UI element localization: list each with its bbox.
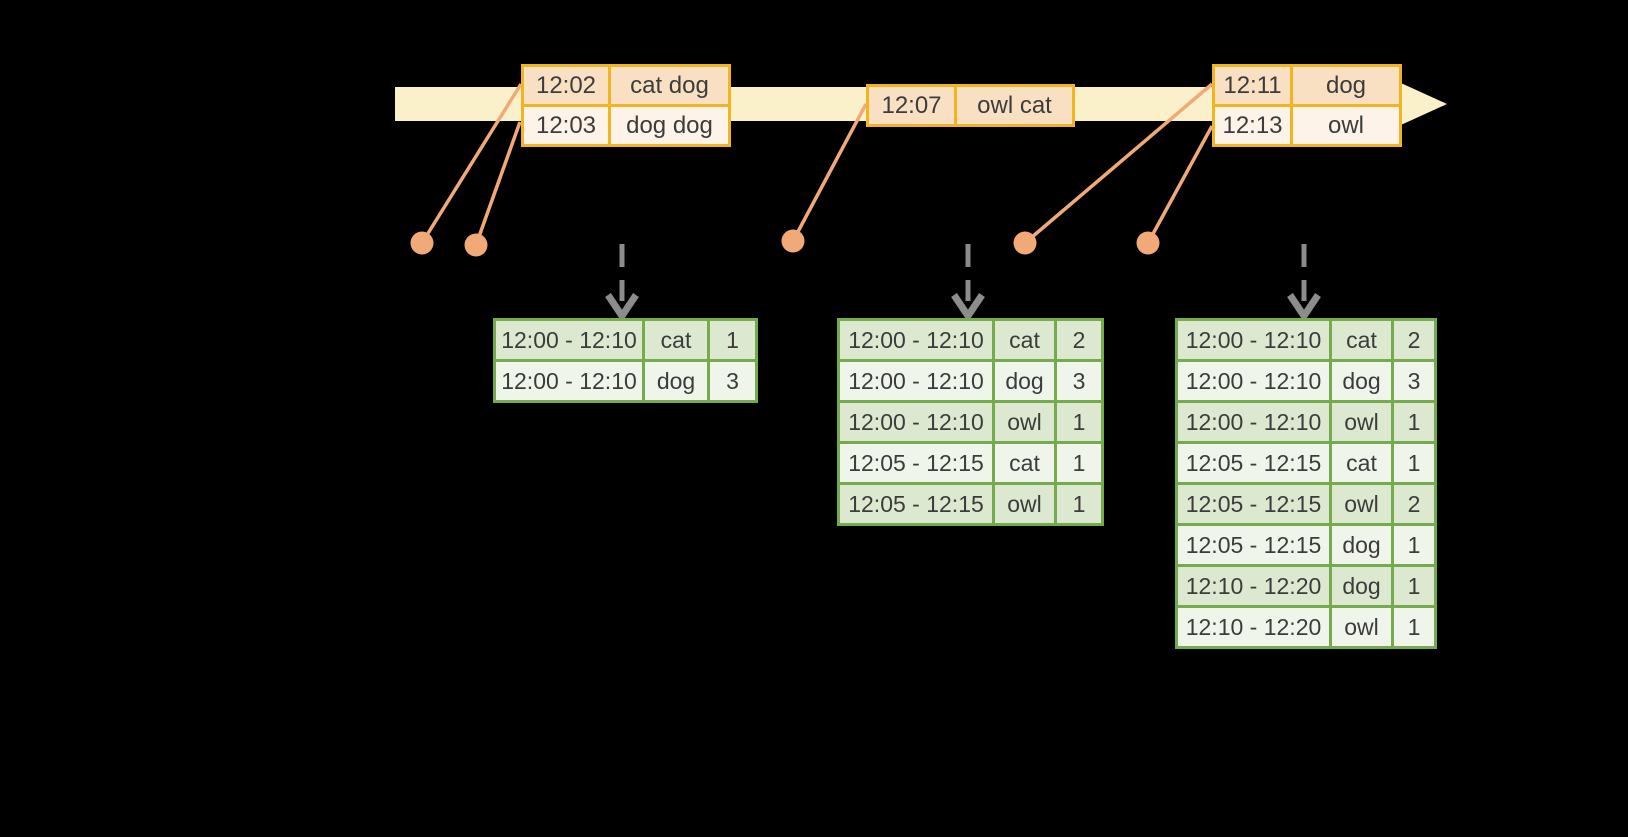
table-cell: 12:10 - 12:20: [1175, 605, 1332, 649]
connector-line: [420, 83, 523, 244]
table-cell: dog dog: [608, 104, 731, 147]
table-cell: 12:05 - 12:15: [1175, 482, 1332, 526]
table-cell: cat dog: [608, 64, 731, 107]
table-cell: 12:13: [1212, 104, 1293, 147]
connector-line: [791, 103, 868, 242]
table-cell: owl: [1329, 605, 1394, 649]
table-cell: 12:05 - 12:15: [1175, 523, 1332, 567]
table-cell: 3: [1391, 359, 1437, 403]
table-cell: cat: [642, 318, 710, 362]
table-cell: 2: [1391, 318, 1437, 362]
table-cell: 12:07: [866, 84, 957, 127]
connector-line: [1023, 82, 1214, 245]
table-cell: 1: [1391, 523, 1437, 567]
table-cell: 1: [707, 318, 758, 362]
table-cell: 2: [1054, 318, 1104, 362]
table-cell: 2: [1391, 482, 1437, 526]
table-cell: 12:03: [521, 104, 611, 147]
table-cell: 12:00 - 12:10: [837, 318, 995, 362]
table-cell: 12:05 - 12:15: [837, 482, 995, 526]
table-cell: 1: [1391, 605, 1437, 649]
table-cell: 1: [1054, 482, 1104, 526]
table-cell: owl: [992, 400, 1057, 444]
table-cell: 1: [1391, 564, 1437, 608]
connector-line: [1146, 125, 1214, 244]
table-cell: 12:00 - 12:10: [493, 359, 645, 403]
table-cell: dog: [1329, 564, 1394, 608]
table-cell: dog: [642, 359, 710, 403]
table-cell: dog: [1329, 523, 1394, 567]
table-cell: dog: [1329, 359, 1394, 403]
table-cell: cat: [1329, 318, 1394, 362]
table-cell: cat: [992, 318, 1057, 362]
table-cell: 12:00 - 12:10: [837, 400, 995, 444]
table-cell: 12:02: [521, 64, 611, 107]
table-cell: 1: [1054, 441, 1104, 485]
table-cell: 12:00 - 12:10: [1175, 359, 1332, 403]
table-cell: dog: [992, 359, 1057, 403]
table-cell: 12:10 - 12:20: [1175, 564, 1332, 608]
table-cell: 1: [1054, 400, 1104, 444]
table-cell: owl: [1329, 482, 1394, 526]
event-dot: [781, 229, 805, 253]
event-dot: [1013, 231, 1037, 255]
connector-line: [474, 121, 522, 246]
event-dot: [410, 231, 434, 255]
table-cell: 12:00 - 12:10: [1175, 318, 1332, 362]
table-cell: dog: [1290, 64, 1402, 107]
table-cell: owl: [1329, 400, 1394, 444]
table-cell: owl: [1290, 104, 1402, 147]
event-dot: [464, 233, 488, 257]
table-cell: 12:00 - 12:10: [1175, 400, 1332, 444]
table-cell: 12:05 - 12:15: [1175, 441, 1332, 485]
table-cell: 12:11: [1212, 64, 1293, 107]
trigger-arrow-icon: [1287, 244, 1321, 323]
table-cell: 12:05 - 12:15: [837, 441, 995, 485]
table-cell: 1: [1391, 441, 1437, 485]
trigger-arrow-icon: [951, 244, 985, 323]
table-cell: 12:00 - 12:10: [493, 318, 645, 362]
table-cell: 3: [1054, 359, 1104, 403]
table-cell: 1: [1391, 400, 1437, 444]
table-cell: 12:00 - 12:10: [837, 359, 995, 403]
trigger-arrow-icon: [605, 244, 639, 323]
table-cell: owl cat: [954, 84, 1075, 127]
event-dot: [1136, 231, 1160, 255]
table-cell: cat: [1329, 441, 1394, 485]
table-cell: 3: [707, 359, 758, 403]
table-cell: owl: [992, 482, 1057, 526]
table-cell: cat: [992, 441, 1057, 485]
